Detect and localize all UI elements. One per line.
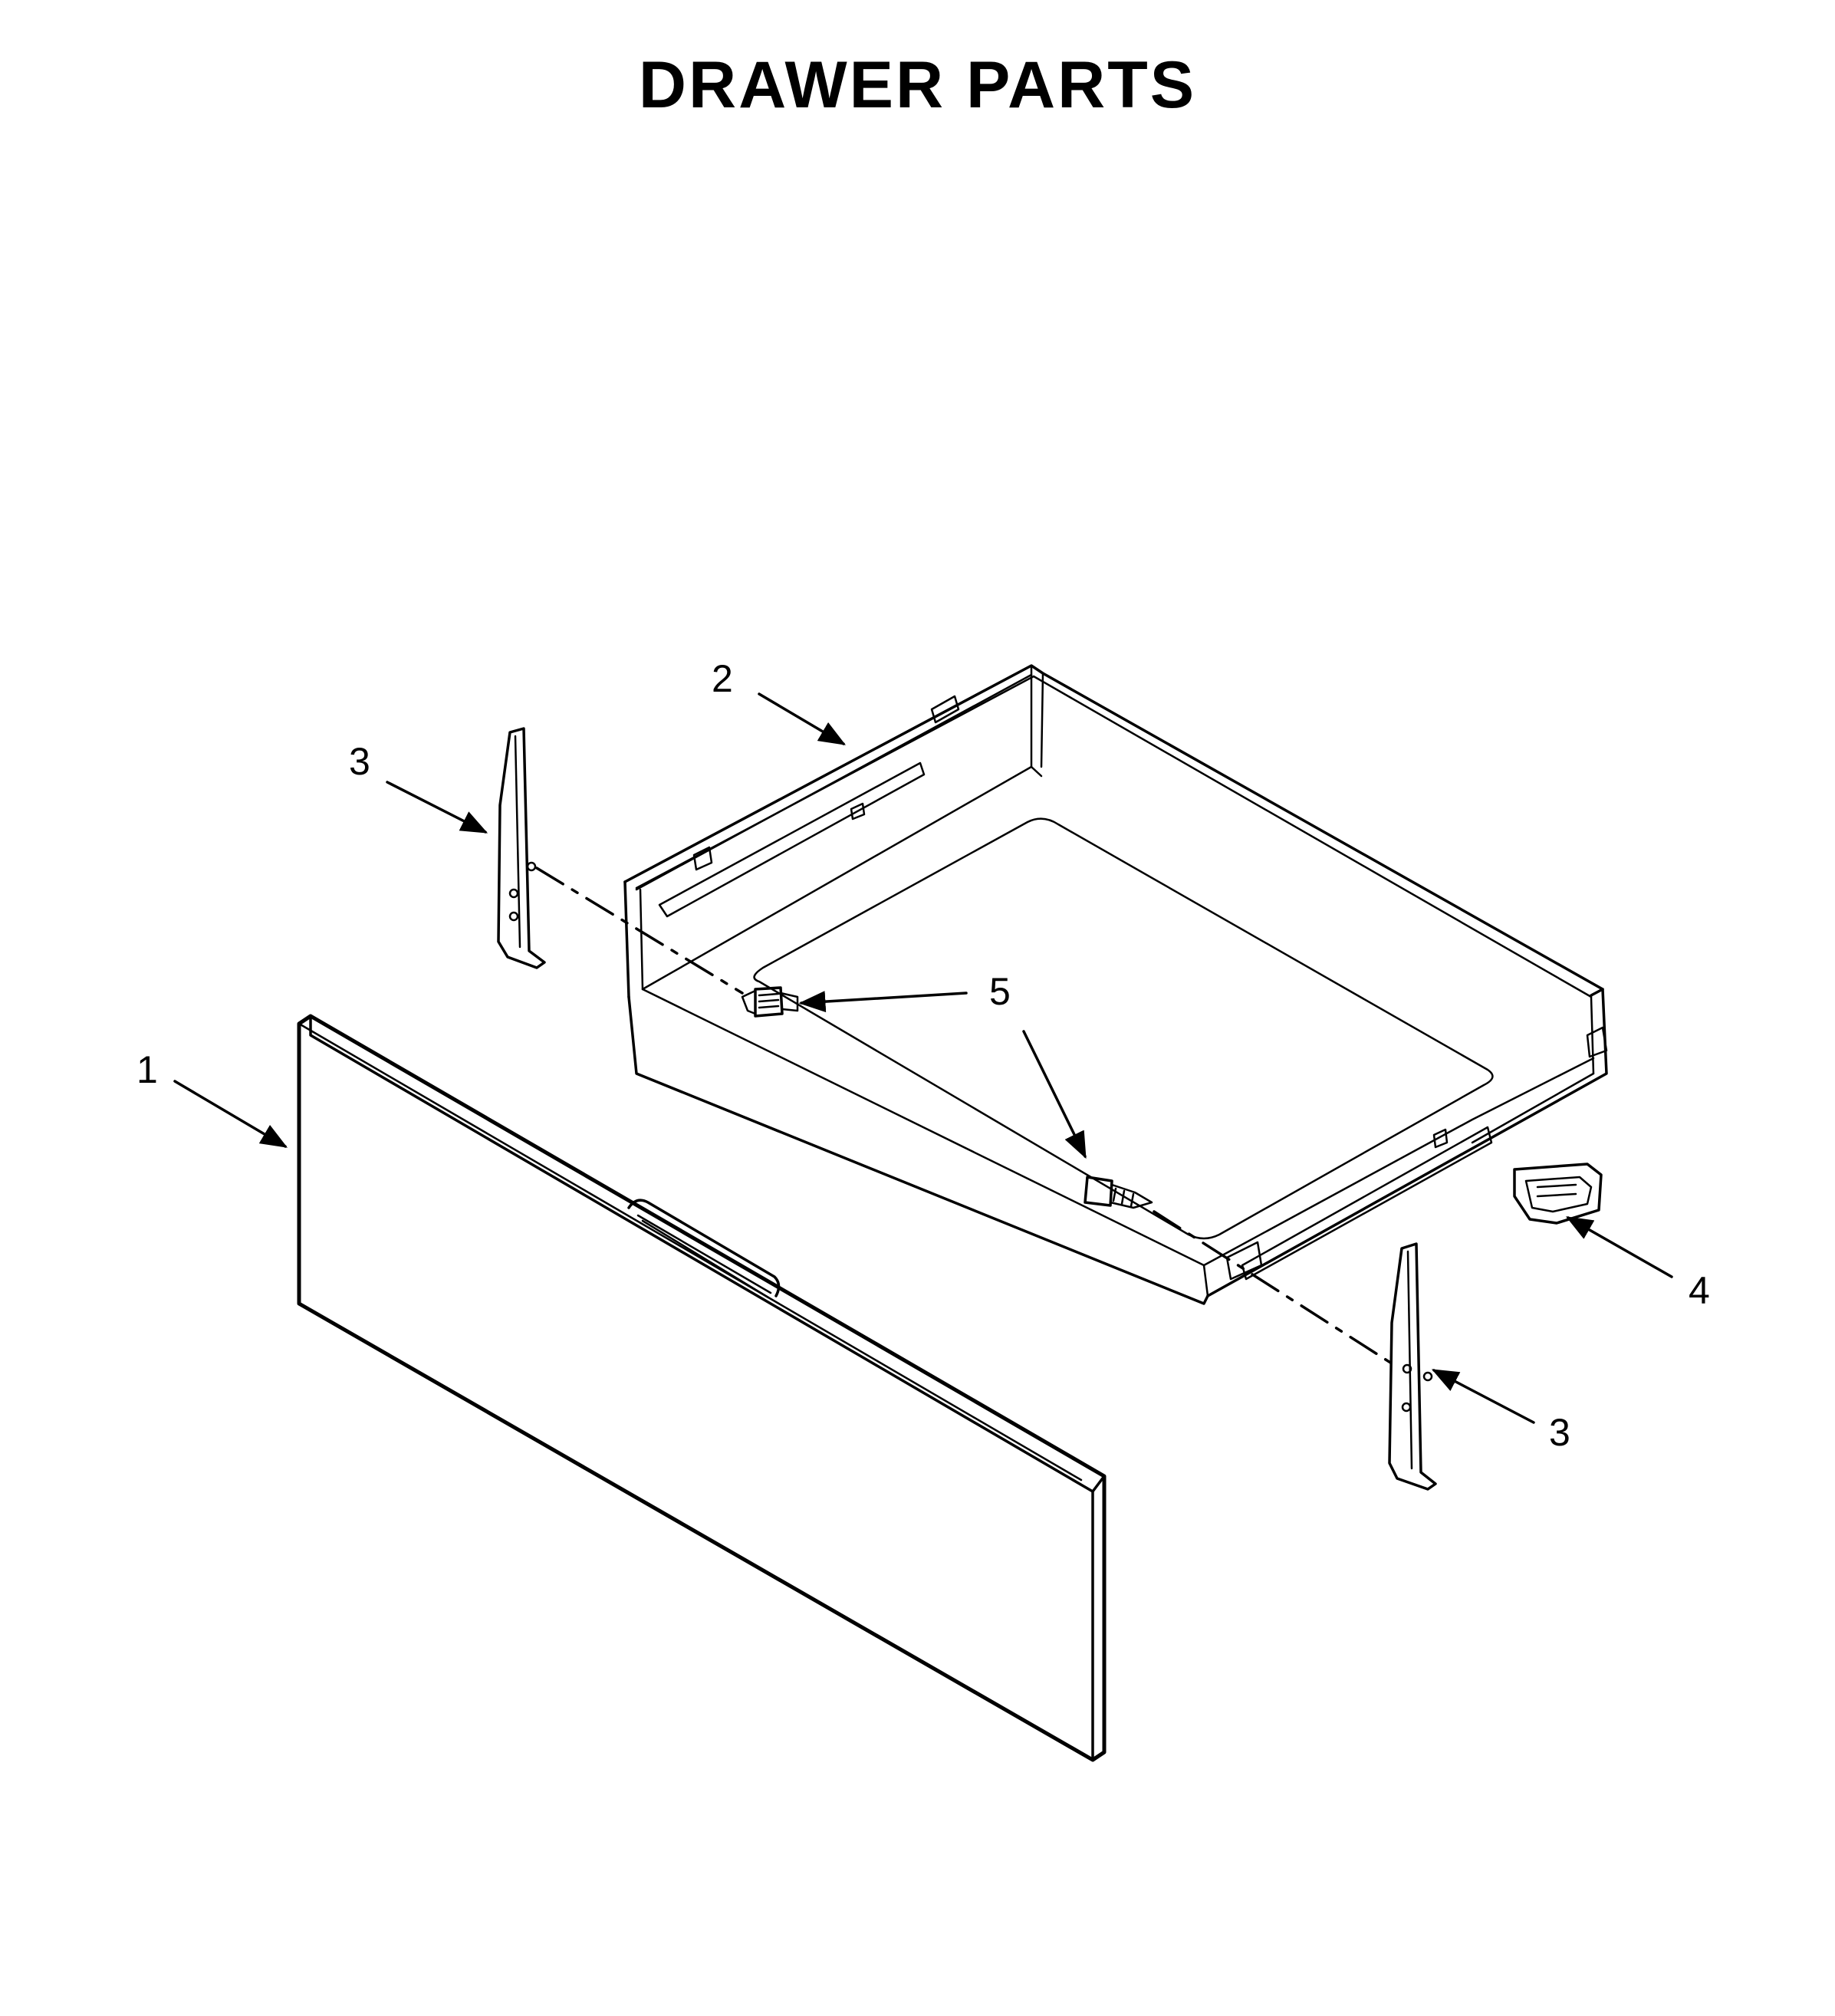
callout-3-right: 3 (1549, 1411, 1570, 1454)
assembly-line-right (1153, 1210, 1396, 1366)
assembly-line-left (535, 867, 744, 995)
callout-3-left: 3 (349, 740, 370, 783)
glide-right (1388, 1242, 1437, 1491)
screw-lower (1084, 1176, 1153, 1209)
leader-1 (173, 1080, 288, 1148)
screw-upper (741, 986, 799, 1018)
leader-5-upper (798, 991, 968, 1013)
leader-2 (758, 692, 847, 745)
callout-4: 4 (1689, 1269, 1710, 1312)
leader-3-right (1431, 1369, 1535, 1424)
catch (1513, 1163, 1603, 1225)
glide-left (497, 727, 546, 969)
leader-3-left (386, 781, 488, 834)
drawer-body (623, 664, 1608, 1305)
leader-4 (1565, 1216, 1673, 1278)
front-panel (297, 1014, 1107, 1762)
callout-1: 1 (136, 1048, 158, 1091)
callout-2: 2 (712, 657, 733, 700)
leader-5-lower (1022, 1030, 1087, 1159)
callout-5: 5 (989, 970, 1011, 1013)
page-title: DRAWER PARTS (638, 48, 1197, 122)
